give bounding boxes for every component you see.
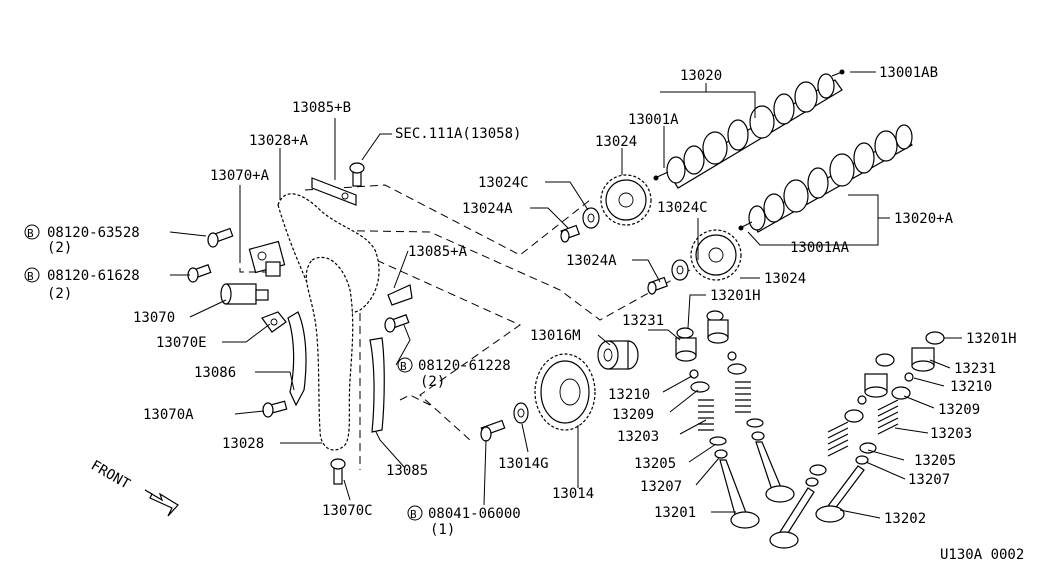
label-13205-right: 13205 [914, 453, 956, 469]
valve-train-right [769, 331, 945, 549]
label-13024c-right: 13024C [657, 200, 708, 216]
leader-lines [169, 71, 962, 519]
bracket-13085a [387, 284, 413, 306]
chain-guide-13086 [287, 311, 307, 407]
bolt-marker-2: B [27, 270, 34, 283]
label-08120-61228-qty: (2) [420, 374, 445, 390]
bolt-08120-63528 [207, 227, 234, 248]
label-13028a: 13028+A [249, 133, 309, 149]
cam-sprocket-upper [600, 174, 652, 226]
label-13001aa: 13001AA [790, 240, 850, 256]
label-13001a: 13001A [628, 112, 679, 128]
idler-sprocket [534, 353, 596, 431]
label-08120-61628: 08120-61628 [47, 268, 140, 284]
bracket-13085b [311, 177, 357, 206]
chain-guide-13085 [369, 337, 385, 433]
label-13201h-right: 13201H [966, 331, 1017, 347]
label-13070: 13070 [133, 310, 175, 326]
label-13086: 13086 [194, 365, 236, 381]
figure-code: U130A 0002 [940, 547, 1024, 563]
label-13210-right: 13210 [950, 379, 992, 395]
label-sec111a: SEC.111A(13058) [395, 126, 521, 142]
cam-sprocket-lower [690, 229, 742, 281]
label-08120-61228: 08120-61228 [418, 358, 511, 374]
label-13231-left: 13231 [622, 313, 664, 329]
label-08041-06000: 08041-06000 [428, 506, 521, 522]
camshaft-upper [653, 69, 845, 189]
bolt-13024a-right [647, 276, 668, 295]
label-13210-left: 13210 [608, 387, 650, 403]
label-13203-left: 13203 [617, 429, 659, 445]
assembly-guide-lines [239, 184, 691, 470]
timing-chain-upper [277, 193, 380, 314]
bolt-08120-61228 [384, 314, 410, 333]
label-13024a-left: 13024A [462, 201, 513, 217]
label-13024-top: 13024 [595, 134, 637, 150]
label-13085a: 13085+A [408, 244, 468, 260]
label-13085: 13085 [386, 463, 428, 479]
bolt-marker-4: B [410, 508, 417, 521]
bolt-08120-61628 [187, 264, 212, 283]
bolt-13070c [330, 458, 346, 485]
part-labels: 13020 13001AB 13001A 13024 13024C 13024A… [47, 65, 1024, 563]
label-13028: 13028 [222, 436, 264, 452]
bolt-marker-3: B [400, 360, 407, 373]
camshaft-lower [738, 124, 913, 233]
label-13205-left: 13205 [634, 456, 676, 472]
bolt-08041 [480, 419, 506, 442]
label-13231-right: 13231 [954, 361, 996, 377]
label-08041-qty: (1) [430, 522, 455, 538]
label-13001ab: 13001AB [879, 65, 938, 81]
bolt-marker-1: B [27, 227, 34, 240]
idler-hub-13016m [597, 340, 639, 370]
label-13070a-top: 13070+A [210, 168, 270, 184]
label-13207-right: 13207 [908, 472, 950, 488]
label-13070c: 13070C [322, 503, 373, 519]
label-08120-63528: 08120-63528 [47, 225, 140, 241]
label-13201: 13201 [654, 505, 696, 521]
label-13020a: 13020+A [894, 211, 954, 227]
front-direction-arrow: FRONT [88, 458, 179, 517]
label-13070a: 13070A [143, 407, 194, 423]
bolt-13070a [262, 400, 288, 418]
label-13085b: 13085+B [292, 100, 351, 116]
label-13024a-right: 13024A [566, 253, 617, 269]
label-13209-left: 13209 [612, 407, 654, 423]
label-13014: 13014 [552, 486, 594, 502]
valve-train-left [675, 310, 795, 529]
label-13024c-left: 13024C [478, 175, 529, 191]
chain-tensioner [248, 240, 286, 277]
bolt-13024a-left [560, 224, 580, 243]
label-13207-left: 13207 [640, 479, 682, 495]
label-08120-63528-qty: (2) [47, 240, 72, 256]
bolt-sec111a [349, 162, 365, 187]
front-label: FRONT [88, 458, 133, 493]
label-13209-right: 13209 [938, 402, 980, 418]
label-13020: 13020 [680, 68, 722, 84]
chain-tensioner-13070 [220, 283, 269, 305]
label-13070e: 13070E [156, 335, 207, 351]
label-08120-61628-qty: (2) [47, 286, 72, 302]
label-13202: 13202 [884, 511, 926, 527]
label-13024-right: 13024 [764, 271, 806, 287]
label-13201h-top: 13201H [710, 288, 761, 304]
label-13014g: 13014G [498, 456, 549, 472]
timing-chain-lower [305, 256, 354, 451]
bolt-marker-circles: B B B B [24, 224, 423, 521]
label-13203-right: 13203 [930, 426, 972, 442]
label-13016m: 13016M [530, 328, 581, 344]
